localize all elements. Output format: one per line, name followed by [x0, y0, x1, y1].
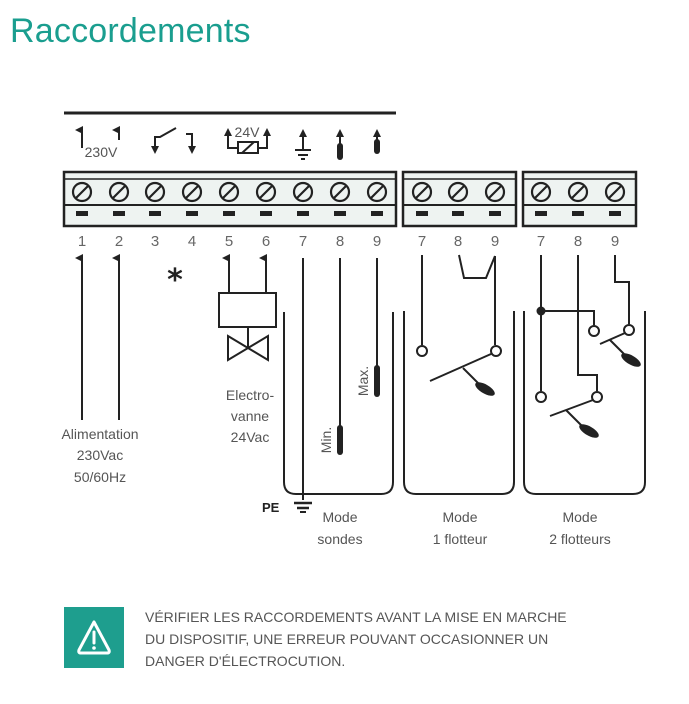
terminal-number: 9 [491, 233, 499, 250]
coil-icon: 24V [224, 124, 271, 154]
symbol-row: 230V 24V [75, 124, 381, 160]
terminal-contact [149, 211, 161, 216]
alimentation-label: Alimentation [61, 426, 138, 442]
terminal-block-1-float [401, 170, 518, 228]
ground-icon [295, 129, 311, 160]
vessel-1-flotteur [403, 254, 515, 495]
terminal-block-main [62, 170, 398, 228]
mode-1-flotteur-label: 1 flotteur [433, 531, 488, 547]
alimentation-frequency: 50/60Hz [74, 469, 126, 485]
terminal-number: 7 [418, 233, 426, 250]
probe-icon [336, 129, 344, 160]
warning-message: VÉRIFIER LES RACCORDEMENTS AVANT LA MISE… [145, 606, 567, 672]
switch-contact-icon [151, 127, 196, 154]
terminal-contact [223, 211, 235, 216]
warning-line: DU DISPOSITIF, UNE ERREUR POUVANT OCCASI… [145, 631, 549, 647]
terminal-number: 8 [336, 233, 344, 250]
vessel-sondes [283, 258, 394, 513]
terminal-number: 3 [151, 233, 159, 250]
terminal-number: 8 [574, 233, 582, 250]
terminal-contact [371, 211, 383, 216]
mode-1-flotteur-label: Mode [442, 509, 477, 525]
probe-min [337, 425, 343, 455]
terminal-contact [260, 211, 272, 216]
terminal-number: 7 [299, 233, 307, 250]
terminal-contact [334, 211, 346, 216]
page-title: Raccordements [10, 12, 251, 50]
terminal-contact [489, 211, 501, 216]
terminal-contact [113, 211, 125, 216]
electrovanne-label: Electro- [226, 387, 275, 403]
mode-2-flotteurs-label: Mode [562, 509, 597, 525]
warning-line: DANGER D'ÉLECTROCUTION. [145, 653, 346, 669]
voltage-230-label: 230V [85, 144, 118, 160]
asterisk: * [167, 263, 183, 298]
terminal-number: 8 [454, 233, 462, 250]
solenoid-valve-icon [218, 254, 277, 362]
alimentation-voltage: 230Vac [77, 447, 123, 463]
min-label: Min. [318, 427, 334, 453]
warning-icon-box [64, 607, 124, 668]
terminal-number: 7 [537, 233, 545, 250]
terminal-block-2-floats [521, 170, 638, 228]
mode-2-flotteurs-label: 2 flotteurs [549, 531, 610, 547]
electrovanne-voltage: 24Vac [231, 429, 270, 445]
terminal-contact [535, 211, 547, 216]
pe-label: PE [262, 500, 280, 515]
terminal-contact [297, 211, 309, 216]
power-wires [75, 254, 120, 420]
terminal-contact [452, 211, 464, 216]
mode-sondes-label: sondes [317, 531, 362, 547]
voltage-24-label: 24V [235, 124, 261, 140]
warning-line: VÉRIFIER LES RACCORDEMENTS AVANT LA MISE… [145, 609, 567, 625]
probe-icon [373, 129, 381, 154]
max-label: Max. [355, 366, 371, 396]
terminal-contact [76, 211, 88, 216]
mode-sondes-label: Mode [322, 509, 357, 525]
terminal-number: 5 [225, 233, 233, 250]
terminal-contact [572, 211, 584, 216]
terminal-contact [186, 211, 198, 216]
terminal-number: 1 [78, 233, 86, 250]
terminal-number: 4 [188, 233, 196, 250]
warning-triangle-icon [77, 620, 111, 655]
terminal-number: 9 [611, 233, 619, 250]
terminal-number: 9 [373, 233, 381, 250]
terminal-number: 6 [262, 233, 270, 250]
terminal-contact [609, 211, 621, 216]
vessel-2-flotteurs [523, 255, 646, 495]
terminal-contact [416, 211, 428, 216]
probe-max [374, 365, 380, 397]
electrovanne-label: vanne [231, 408, 269, 424]
terminal-number: 2 [115, 233, 123, 250]
